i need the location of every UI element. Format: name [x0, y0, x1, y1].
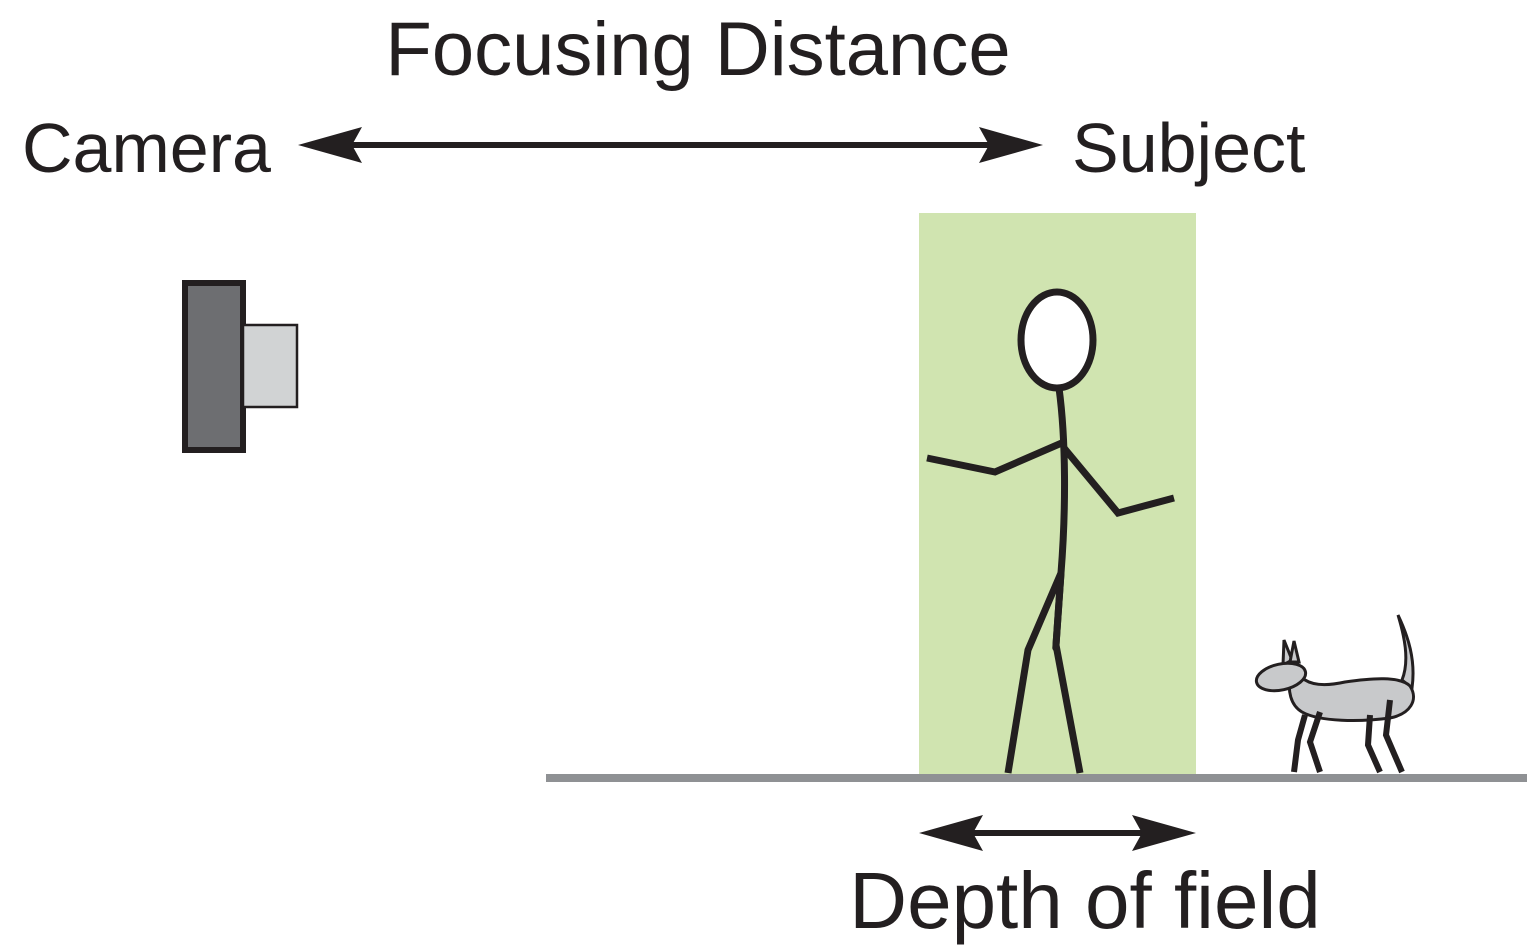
stick-figure-person-icon — [926, 288, 1175, 774]
camera-label: Camera — [22, 109, 271, 187]
focusing-distance-arrow — [298, 127, 1043, 163]
depth-of-field-arrow — [919, 815, 1196, 851]
camera-icon — [182, 280, 299, 453]
subject-label: Subject — [1072, 109, 1305, 187]
depth-of-field-label: Depth of field — [849, 856, 1320, 945]
dog-icon — [1254, 614, 1415, 774]
focusing-distance-label: Focusing Distance — [385, 7, 1010, 92]
